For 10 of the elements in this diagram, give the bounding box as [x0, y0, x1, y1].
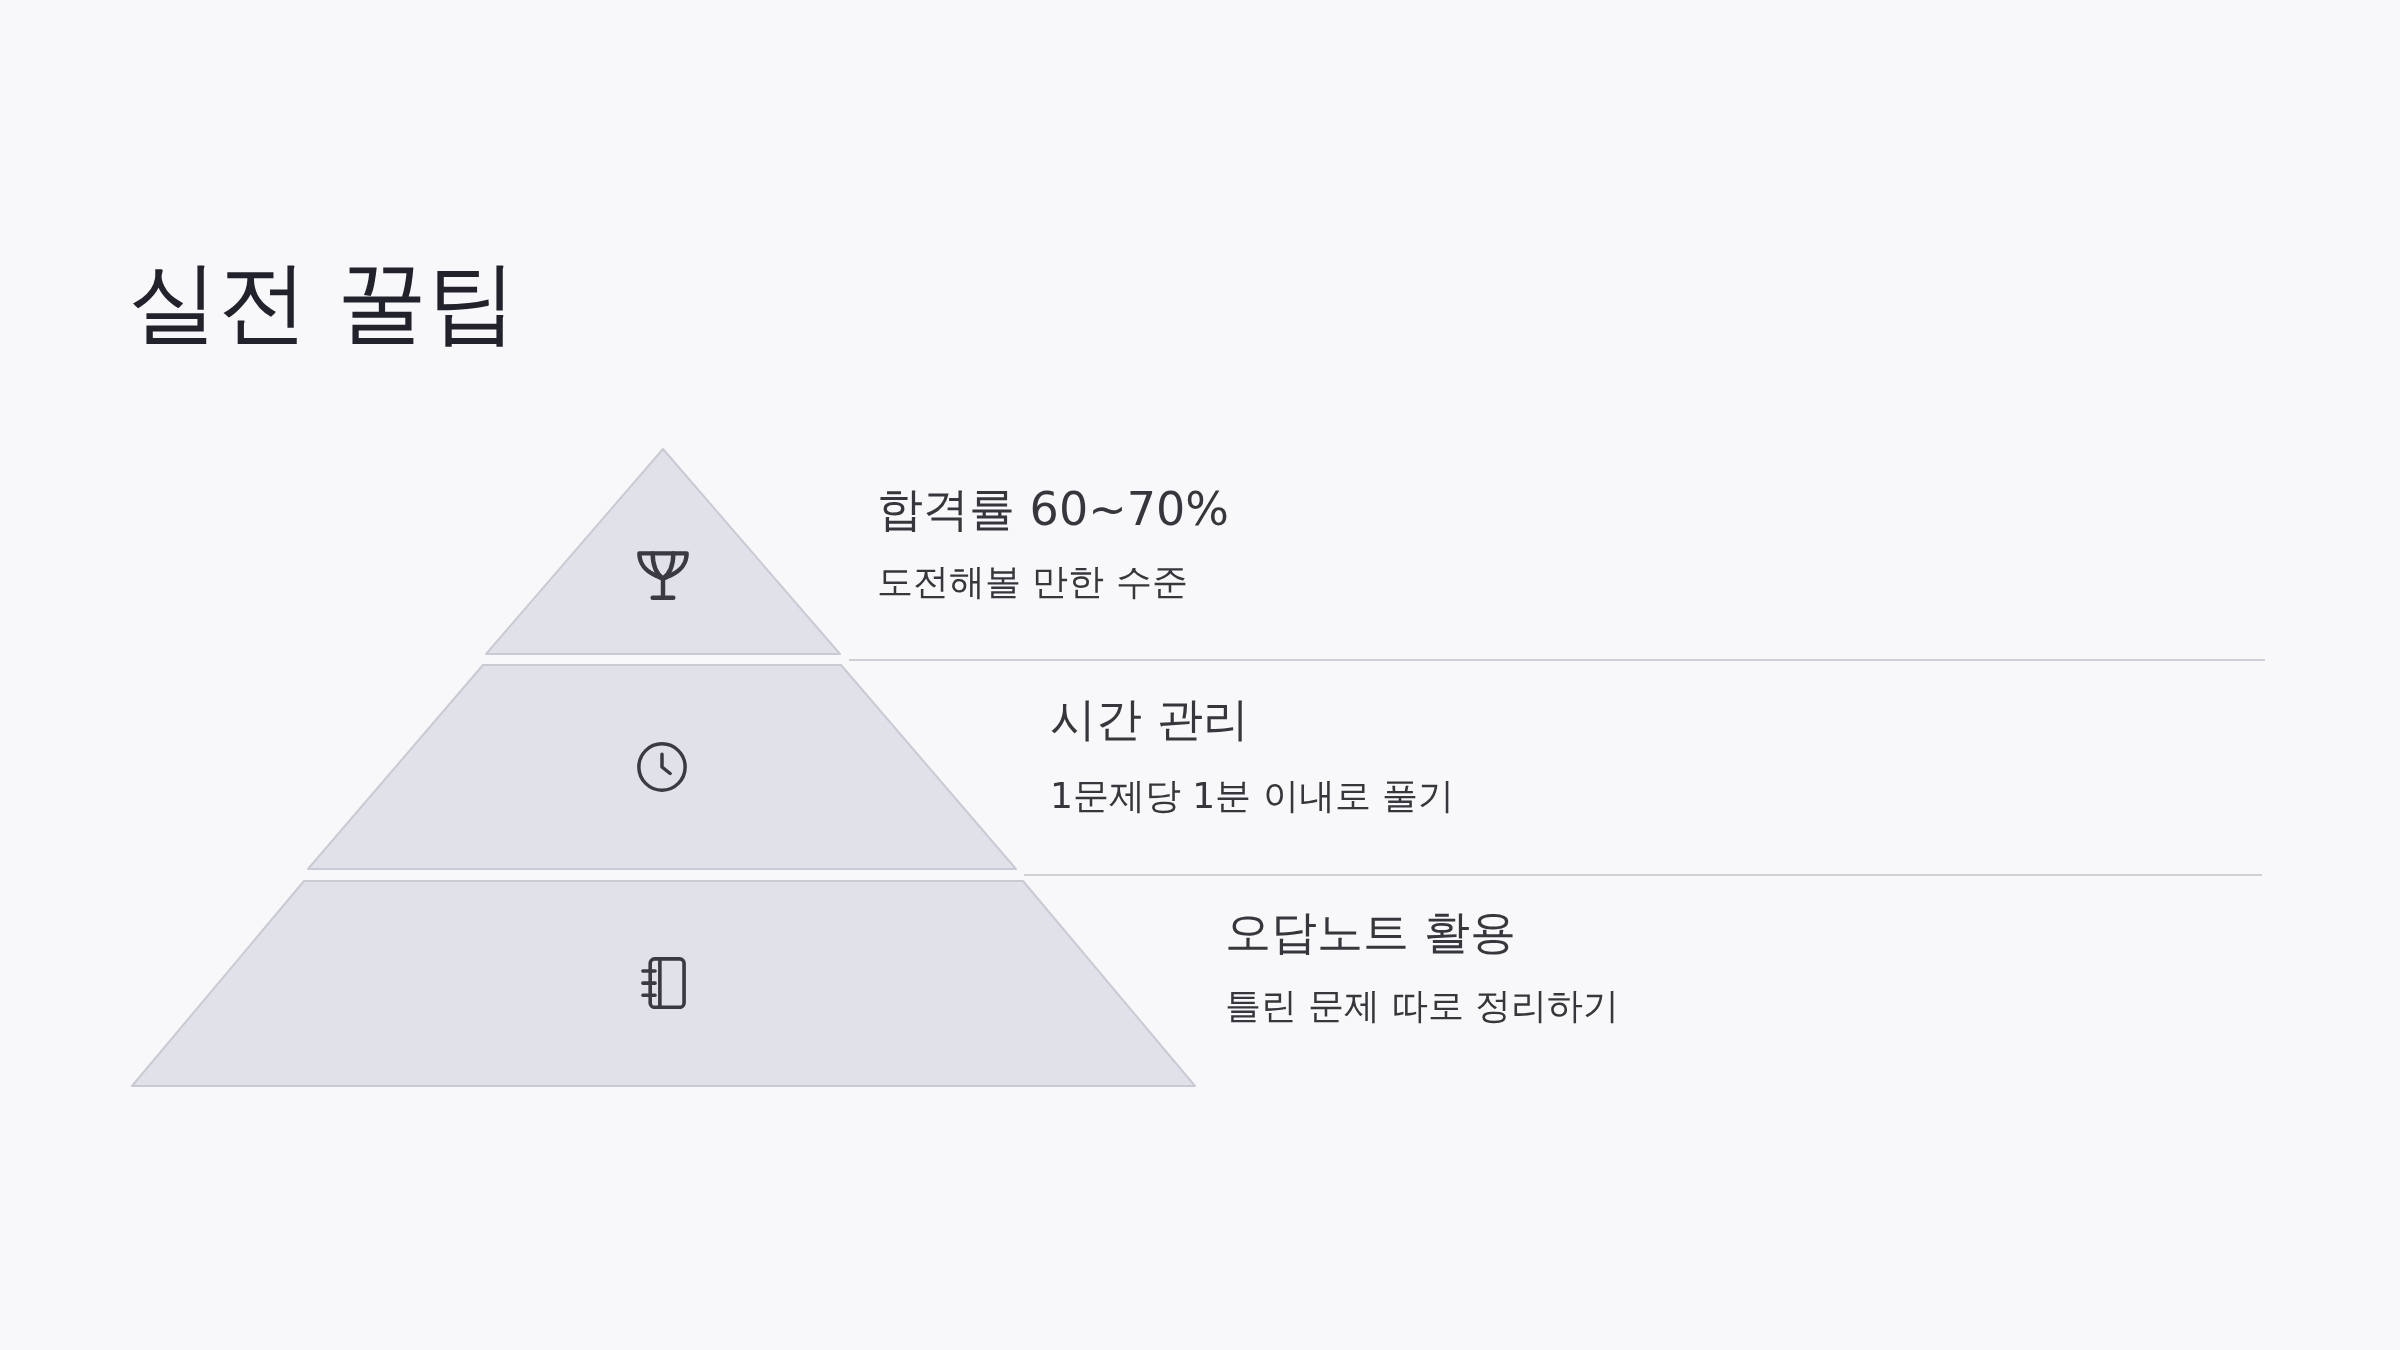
- pyramid-tier: [485, 448, 841, 655]
- pyramid-tier: [131, 880, 1196, 1087]
- tier-description: 틀린 문제 따로 정리하기: [1225, 984, 1620, 1028]
- tier-heading: 합격률 60~70%: [877, 482, 1229, 538]
- tier-description: 도전해볼 만한 수준: [877, 560, 1188, 604]
- slide-title: 실전 꿀팁: [128, 250, 517, 354]
- pyramid-tier: [307, 664, 1017, 870]
- tier-heading: 오답노트 활용: [1225, 905, 1516, 961]
- tier-description: 1문제당 1분 이내로 풀기: [1050, 774, 1455, 818]
- tier-heading: 시간 관리: [1050, 692, 1249, 748]
